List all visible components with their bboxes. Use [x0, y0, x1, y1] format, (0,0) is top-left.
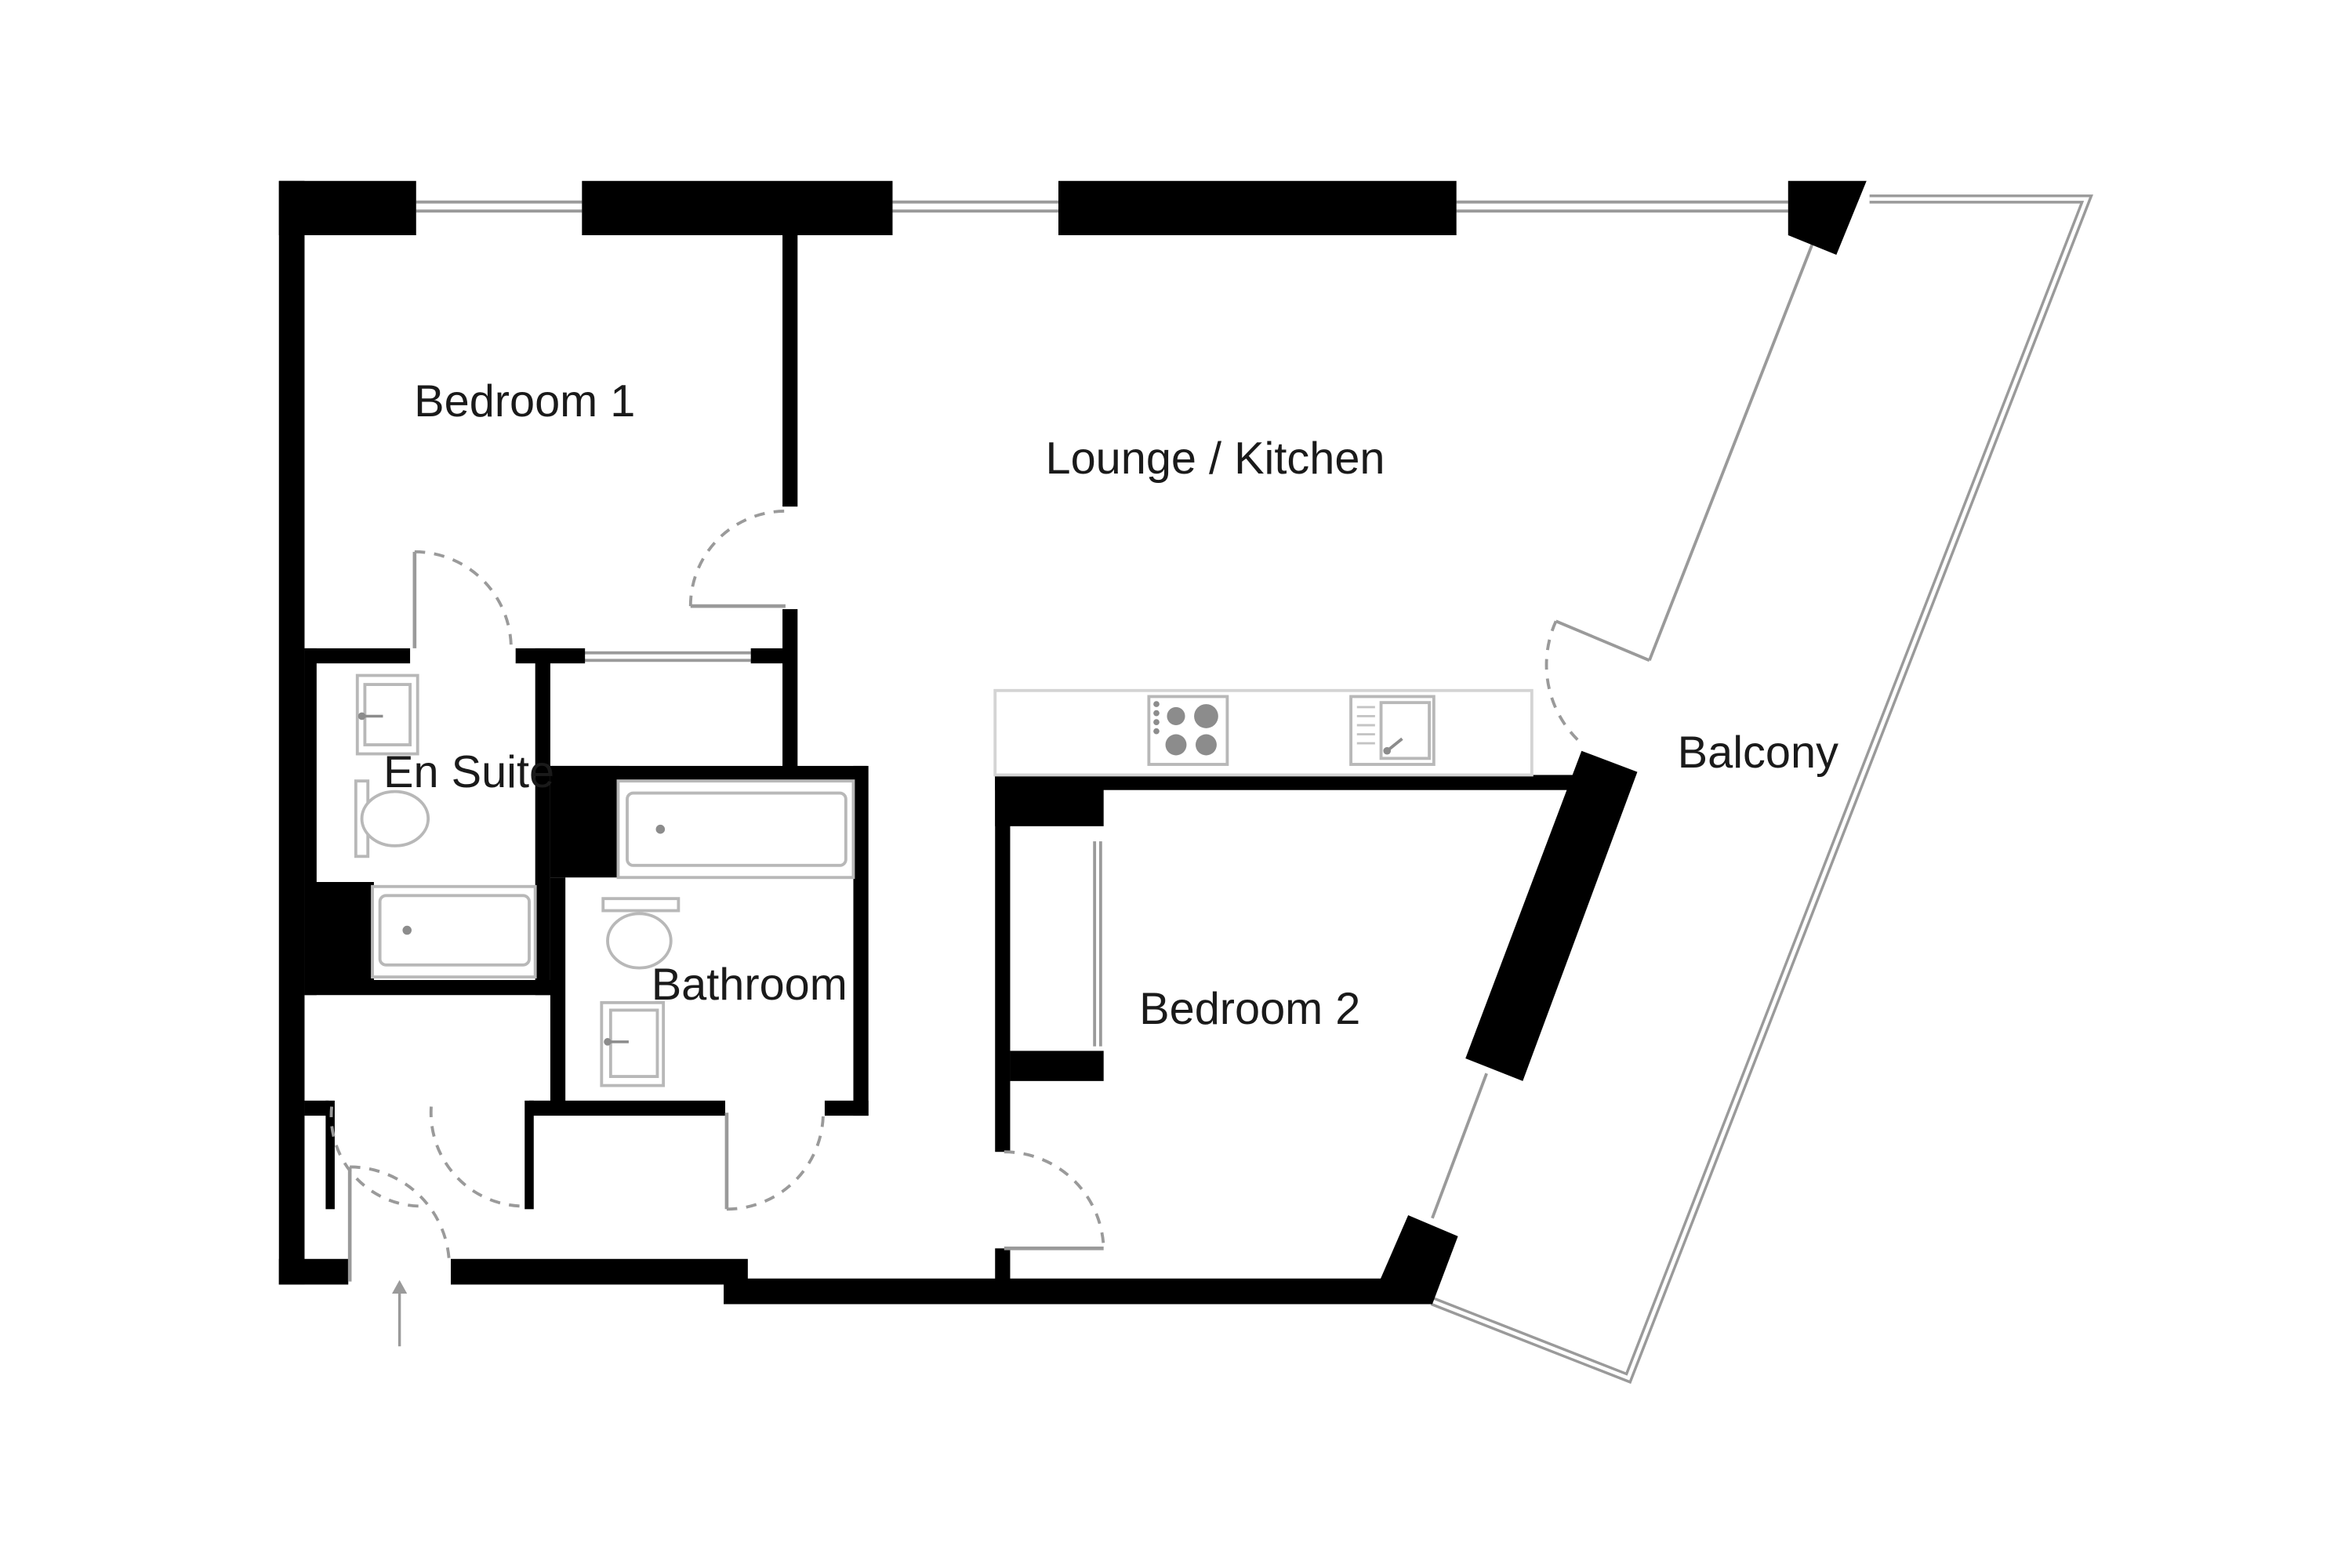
balcony — [1430, 194, 2093, 1385]
room-label-bedroom-2: Bedroom 2 — [1139, 984, 1360, 1034]
bedroom-1-door[interactable] — [412, 550, 513, 648]
fixtures — [354, 673, 1534, 1087]
glazing — [416, 200, 1814, 1219]
hob-icon — [1147, 695, 1229, 766]
kitchen-counter — [993, 688, 1534, 777]
walls — [278, 180, 1867, 1305]
bath-icon — [616, 779, 855, 880]
room-label-bedroom-1: Bedroom 1 — [414, 376, 635, 426]
room-label-bathroom: Bathroom — [652, 960, 848, 1010]
room-label-lounge-kitchen: Lounge / Kitchen — [1046, 434, 1385, 484]
toilet-icon — [354, 779, 430, 858]
bath-icon — [371, 884, 537, 979]
room-labels: Bedroom 1 Lounge / Kitchen En Suite Bath… — [383, 376, 1838, 1034]
front-door[interactable] — [347, 1165, 451, 1282]
basin-icon — [600, 1000, 666, 1087]
bathroom-door[interactable] — [724, 1112, 825, 1211]
basin-icon — [355, 673, 419, 756]
doors — [329, 510, 1584, 1282]
entrance-arrow-icon — [392, 1279, 408, 1347]
store-door[interactable] — [329, 1106, 525, 1208]
toilet-icon — [601, 897, 681, 970]
room-label-en-suite: En Suite — [383, 747, 554, 797]
bedroom-2-door[interactable] — [1004, 1150, 1105, 1250]
balcony-door[interactable] — [1544, 620, 1584, 746]
lounge-door[interactable] — [688, 510, 786, 608]
room-label-balcony: Balcony — [1678, 728, 1838, 778]
sink-icon — [1349, 695, 1436, 766]
